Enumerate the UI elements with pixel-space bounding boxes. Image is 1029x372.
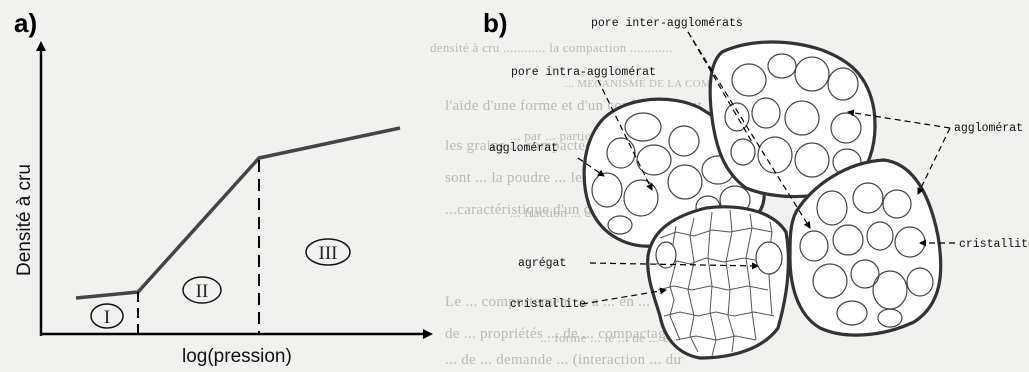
panel-a-label: a) xyxy=(14,8,37,38)
zone-i-label: I xyxy=(104,307,110,328)
panel-a: a) I II III Densité à cru log(pression) xyxy=(14,8,428,367)
label-pore-intra-agglomerat: pore intra-agglomérat xyxy=(511,66,656,79)
label-pore-inter-agglomerats: pore inter-agglomérats xyxy=(591,17,743,30)
label-agglomerat-left: agglomérat xyxy=(489,142,558,155)
panel-b: b) xyxy=(483,8,1029,358)
panel-b-label: b) xyxy=(483,8,508,38)
x-axis-title: log(pression) xyxy=(182,346,292,367)
label-agglomerat-right: agglomérat xyxy=(954,122,1023,135)
aggregate-crystallite-right xyxy=(756,242,782,274)
y-axis-title: Densité à cru xyxy=(14,164,35,276)
label-cristallite-left: cristallite xyxy=(510,298,586,311)
density-curve xyxy=(76,128,400,298)
zone-ii-label: II xyxy=(196,281,209,302)
label-agregat: agrégat xyxy=(518,257,566,270)
aggregate-bottom xyxy=(648,207,789,358)
label-cristallite-right: cristallite xyxy=(959,238,1029,251)
leader-agglomerat-right-2 xyxy=(918,128,950,194)
zone-iii-label: III xyxy=(319,243,338,264)
